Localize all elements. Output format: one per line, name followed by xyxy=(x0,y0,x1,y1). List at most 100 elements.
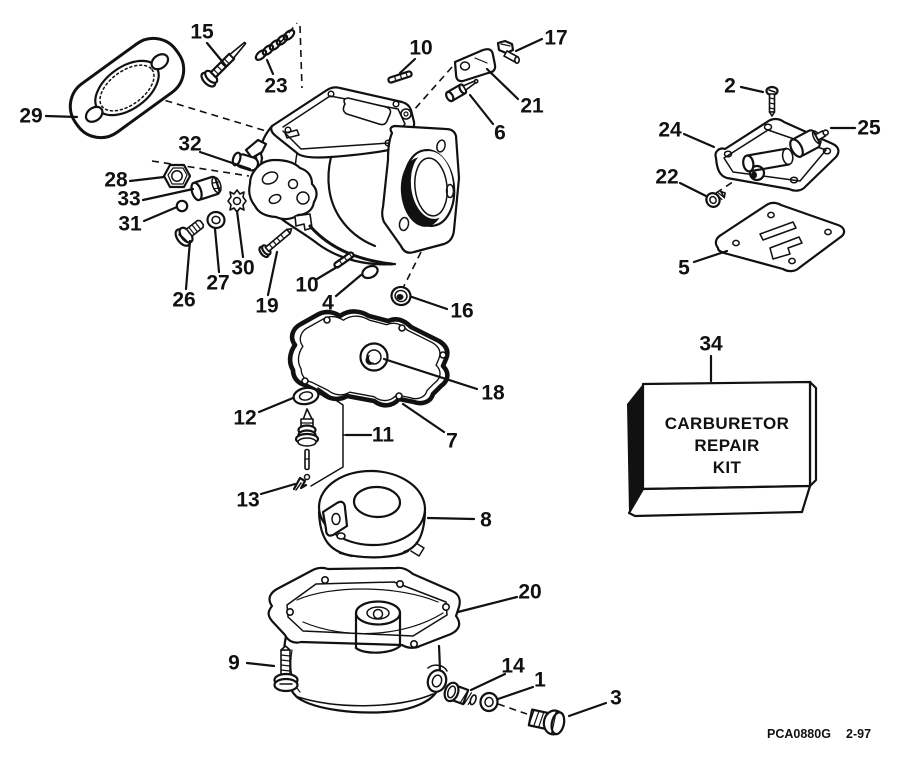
part-float-bowl xyxy=(267,566,461,714)
part-needle-pin xyxy=(445,78,479,103)
leader-line-15 xyxy=(205,41,228,68)
part-seal xyxy=(361,264,379,280)
callout-23: 23 xyxy=(264,75,287,98)
callout-31: 31 xyxy=(118,213,142,236)
leader-line-10 xyxy=(398,57,417,75)
leader-line-8 xyxy=(426,516,476,521)
part-grommet xyxy=(390,285,412,307)
part-slotted-screw xyxy=(174,219,205,247)
leader-line-31 xyxy=(142,205,179,223)
part-code: PCA0880G xyxy=(767,727,831,741)
leader-line-33 xyxy=(141,187,195,202)
part-long-screw xyxy=(258,227,293,259)
callout-32: 32 xyxy=(178,133,201,156)
guide-line xyxy=(715,171,749,194)
leader-line-18 xyxy=(382,357,479,391)
callout-3: 3 xyxy=(610,687,622,710)
callout-27: 27 xyxy=(206,272,229,295)
leader-line-24 xyxy=(682,132,716,149)
callout-10: 10 xyxy=(409,37,432,60)
leader-line-19 xyxy=(266,250,279,297)
leader-line-1 xyxy=(496,685,535,701)
callout-22: 22 xyxy=(655,166,678,189)
guide-line xyxy=(497,703,528,715)
part-diaphragm-gasket xyxy=(287,309,450,408)
leader-line-16 xyxy=(410,295,449,311)
leader-line-28 xyxy=(128,175,166,183)
part-lever-bracket xyxy=(453,48,497,83)
callout-17: 17 xyxy=(544,27,567,50)
part-bushing xyxy=(190,175,222,202)
callout-15: 15 xyxy=(190,21,214,44)
kit-box-line2: REPAIR xyxy=(694,436,759,455)
part-bowl-fitting xyxy=(443,681,477,706)
part-drain-plug xyxy=(527,708,566,736)
leader-line-32 xyxy=(198,150,252,171)
assembly-guide-lines xyxy=(130,22,749,715)
leader-line-14 xyxy=(469,672,507,692)
leader-line-30 xyxy=(235,209,245,259)
leader-line-5 xyxy=(692,249,729,264)
part-clip-spring xyxy=(292,473,311,491)
part-needle-seat-assembly xyxy=(294,387,370,487)
leader-line-4 xyxy=(334,273,363,298)
leader-line-26 xyxy=(184,239,192,291)
callout-25: 25 xyxy=(857,117,881,140)
guide-line xyxy=(402,251,422,289)
leader-line-21 xyxy=(485,67,520,101)
part-seat-gasket xyxy=(292,386,320,406)
callout-29: 29 xyxy=(19,105,42,128)
callout-9: 9 xyxy=(228,652,240,675)
kit-box-line3: KIT xyxy=(713,458,742,477)
callout-21: 21 xyxy=(520,95,544,118)
part-bolt xyxy=(496,39,520,64)
callout-24: 24 xyxy=(658,119,682,142)
part-star-washer xyxy=(227,189,247,213)
part-flange-gasket xyxy=(68,36,186,140)
guide-line xyxy=(412,66,453,112)
leader-line-13 xyxy=(259,482,297,496)
callout-18: 18 xyxy=(481,382,505,405)
part-nut xyxy=(162,163,192,189)
part-pin-lower xyxy=(333,251,355,269)
kit-box-line1: CARBURETOR xyxy=(665,414,790,433)
callout-33: 33 xyxy=(117,188,140,211)
leader-line-2 xyxy=(739,85,765,94)
leader-line-10 xyxy=(315,265,339,281)
leader-line-17 xyxy=(514,37,544,53)
callout-12: 12 xyxy=(233,407,256,430)
callout-19: 19 xyxy=(255,295,278,318)
callout-6: 6 xyxy=(494,122,506,145)
callout-11: 11 xyxy=(372,424,395,447)
leader-line-7 xyxy=(401,402,446,434)
part-spring xyxy=(254,29,296,61)
leader-line-6 xyxy=(468,93,495,126)
part-pump-screw xyxy=(705,190,726,208)
part-pin-upper xyxy=(387,70,413,84)
callout-34: 34 xyxy=(699,333,723,356)
part-carburetor-body xyxy=(231,86,461,266)
guide-line xyxy=(151,160,250,177)
callout-16: 16 xyxy=(450,300,473,323)
leader-line-3 xyxy=(567,701,608,718)
leader-line-12 xyxy=(257,396,295,414)
part-bowl-screw xyxy=(273,645,299,693)
callout-13: 13 xyxy=(236,489,259,512)
part-washer xyxy=(206,210,226,230)
leader-line-9 xyxy=(245,661,276,668)
callout-2: 2 xyxy=(724,75,736,98)
part-o-ring xyxy=(175,199,189,213)
part-float xyxy=(317,469,427,559)
leader-line-20 xyxy=(456,595,519,614)
callout-26: 26 xyxy=(172,289,195,312)
part-cover-screw xyxy=(765,85,779,117)
revision-date: 2-97 xyxy=(846,727,871,741)
guide-line xyxy=(299,25,303,89)
repair-kit-box: CARBURETOR REPAIR KIT xyxy=(627,380,818,518)
leader-line-22 xyxy=(678,181,708,198)
callout-10: 10 xyxy=(295,274,318,297)
part-diaphragm-plate xyxy=(714,201,846,273)
